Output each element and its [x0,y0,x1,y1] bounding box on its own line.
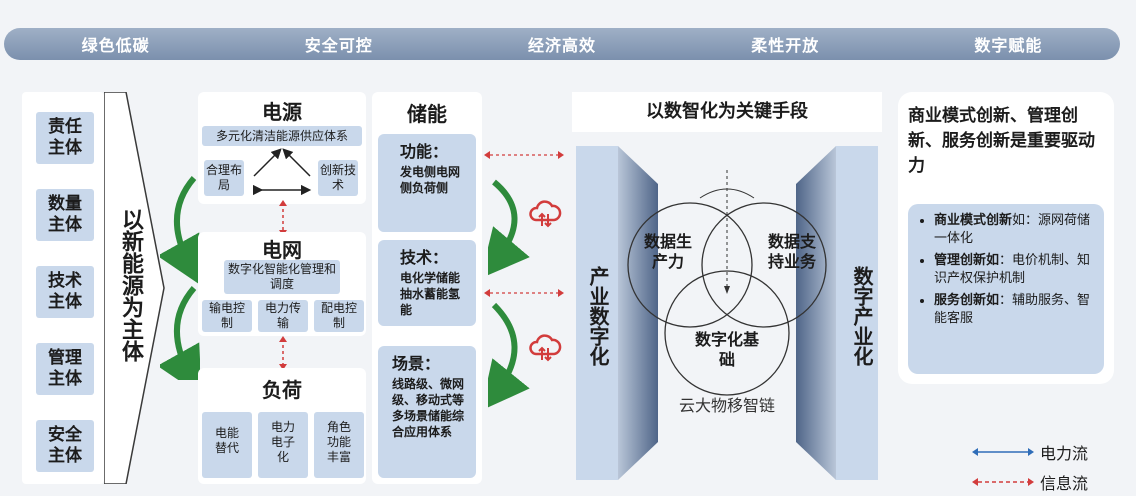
storage-scene-text: 线路级、微网级、移动式等多场景储能综合应用体系 [392,377,465,439]
banner-item-economy: 经济高效 [528,36,597,55]
power-source-subtitle: 多元化清洁能源供应体系 [202,126,362,146]
legend-info-flow-label: 信息流 [1040,474,1089,493]
storage-technology-box: 技术： 电化学储能抽水蓄能氢能 [378,240,476,326]
storage-scene-label: 场景： [392,354,441,373]
digital-industrialization-label: 数字产业化 [850,266,874,366]
storage-function-text: 发电侧电网侧负荷侧 [400,165,461,195]
banner-item-flexible: 柔性开放 [751,36,820,55]
industry-digitalization-label: 产业数字化 [586,266,610,366]
legend-power-flow-label: 电力流 [1040,444,1089,463]
grid-subtitle: 数字化智能化管理和调度 [224,260,340,294]
legend-power-flow-arrow [972,448,1034,456]
storage-function-label: 功能： [400,142,449,161]
subject-management: 管理主体 [36,343,94,395]
load-role-diversity: 角色功能丰富 [314,412,364,478]
core-subject-text: 以新能源为主体 [118,208,143,362]
info-flow-arrow-2 [484,289,564,297]
driver-management: 管理创新如：电价机制、知识产权保护机制 [934,252,1094,288]
grid-title: 电网 [262,238,302,262]
grid-distribution-control: 配电控制 [314,300,364,332]
digital-base-tech: 云大物移智链 [678,396,775,415]
info-link-source-grid [279,200,287,236]
subject-technology: 技术主体 [36,266,94,318]
cloud-sync-icon [529,334,562,362]
load-title: 负荷 [262,378,302,402]
subject-safety: 安全主体 [36,420,94,472]
load-power-electronics: 电力电子化 [258,412,308,478]
legend-info-flow-arrow [972,478,1034,486]
cloud-sync-icon [529,200,562,228]
power-source-arrows [252,148,312,196]
storage-scene-box: 场景： 线路级、微网级、移动式等多场景储能综合应用体系 [378,346,476,478]
banner-item-safety: 安全可控 [304,36,373,55]
subject-quantity: 数量主体 [36,189,94,241]
flow-arrows-storage [488,179,530,411]
storage-function-box: 功能： 发电侧电网侧负荷侧 [378,134,476,232]
storage-title: 储能 [407,102,447,126]
load-electric-substitution: 电能替代 [202,412,252,478]
circle-digital-foundation: 数字化基础 [694,330,759,369]
circle-data-productivity: 数据生产力 [643,232,692,271]
banner-item-digital: 数字赋能 [974,36,1043,55]
info-link-grid-load [279,336,287,370]
power-source-layout: 合理布局 [204,160,244,196]
subjects-panel: 责任主体 数量主体 技术主体 管理主体 安全主体 [22,92,104,484]
info-flow-arrow-1 [484,151,564,159]
power-source-innovation: 创新技术 [318,160,358,196]
storage-technology-text: 电化学储能抽水蓄能氢能 [400,271,461,317]
core-chevron [104,92,165,484]
grid-power-transmission: 电力传输 [258,300,308,332]
driver-service: 服务创新如：辅助服务、智能客服 [934,292,1094,328]
flow-arrows-left [160,176,200,380]
digital-funnel [576,146,878,480]
banner-item-green: 绿色低碳 [81,36,150,55]
drivers-list: 商业模式创新如：源网荷储一体化 管理创新如：电价机制、知识产权保护机制 服务创新… [908,204,1104,374]
driver-business-model: 商业模式创新如：源网荷储一体化 [934,212,1094,248]
drivers-title: 商业模式创新、管理创新、服务创新是重要驱动力 [908,106,1095,176]
top-banner: 绿色低碳 安全可控 经济高效 柔性开放 数字赋能 [4,28,1120,60]
power-source-title: 电源 [262,100,302,124]
digital-title: 以数智化为关键手段 [572,92,882,132]
grid-transmission-control: 输电控制 [202,300,252,332]
storage-technology-label: 技术： [400,248,449,267]
circle-data-support: 数据支持业务 [767,232,816,271]
subject-responsibility: 责任主体 [36,112,94,164]
